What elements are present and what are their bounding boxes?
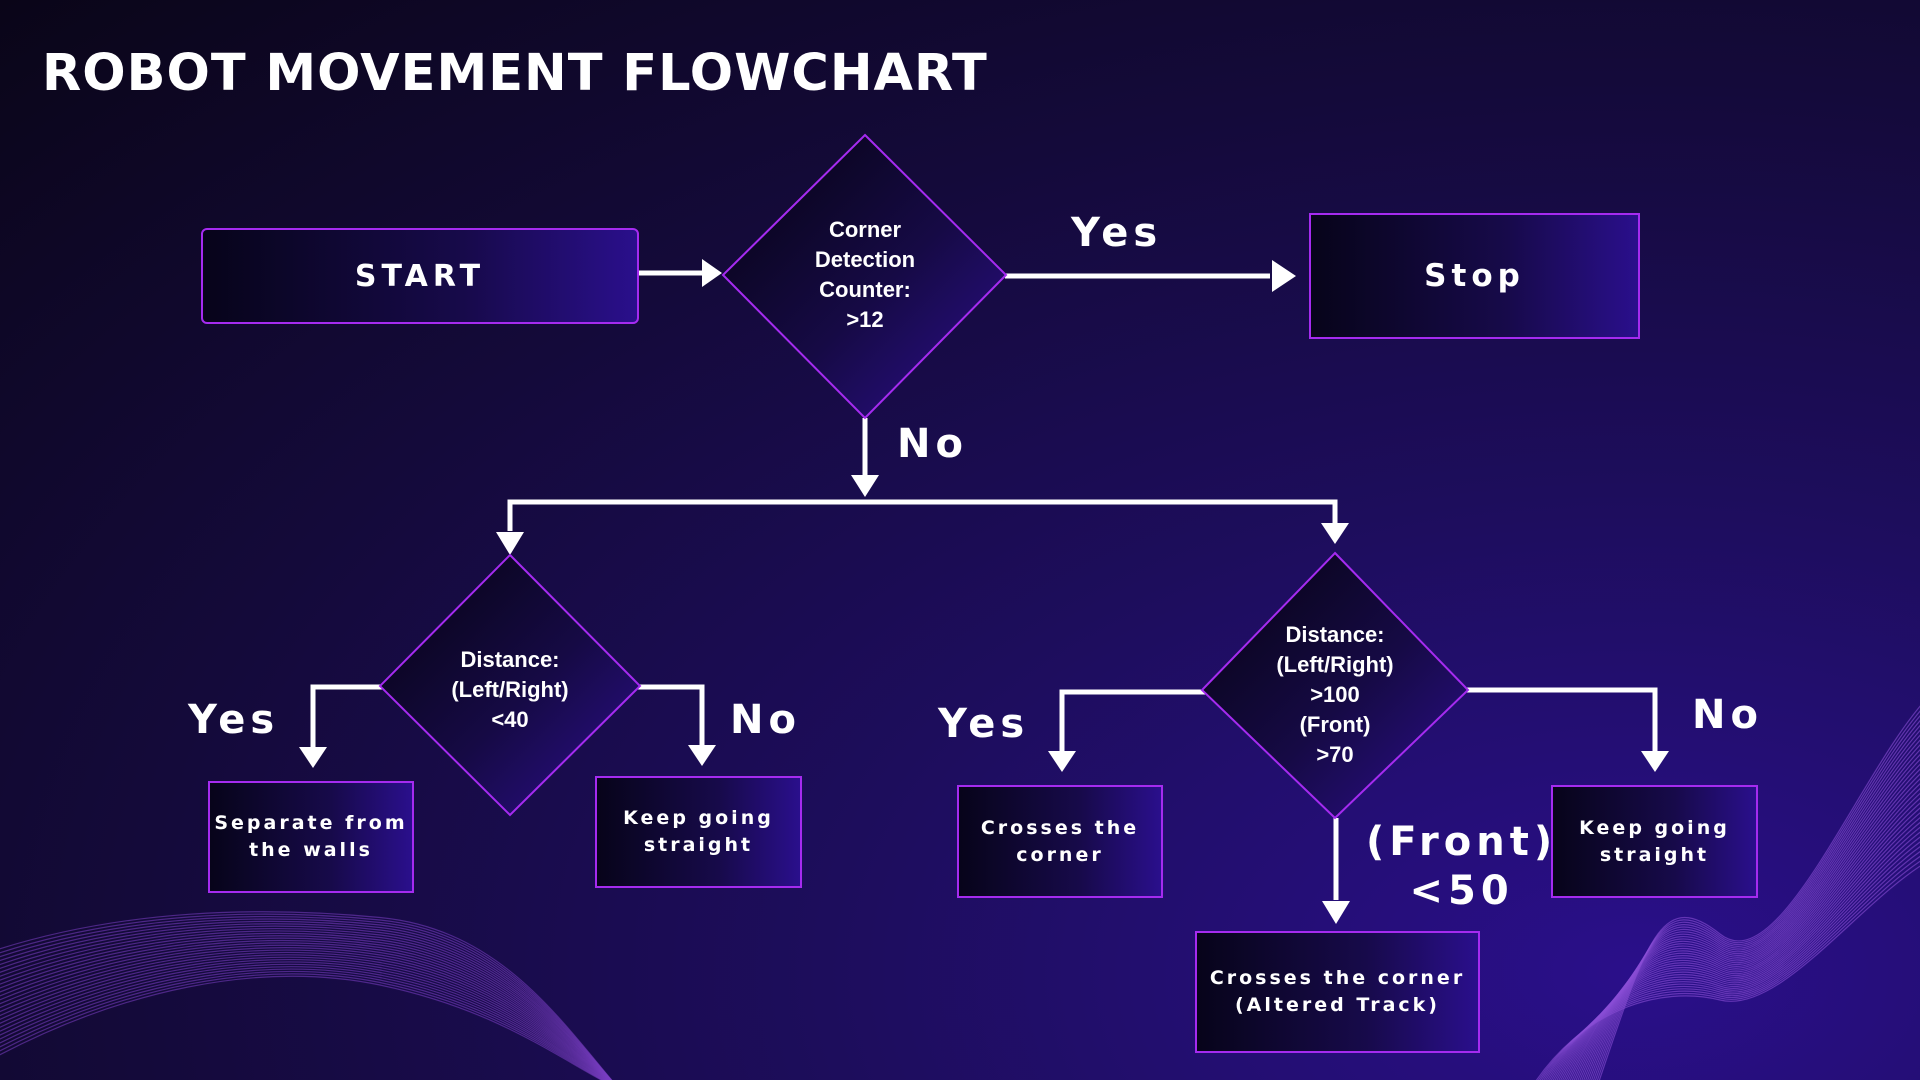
wave-line (0, 944, 610, 1080)
wave-line (0, 920, 612, 1080)
wave-line (1598, 705, 1920, 1080)
wave-line (0, 956, 608, 1080)
edge-label-corner-no: No (897, 421, 968, 467)
wave-line (0, 959, 607, 1080)
edge-label-corner-yes: Yes (1071, 210, 1163, 256)
wave-line (0, 949, 609, 1080)
arrowhead-to-decision (702, 259, 722, 287)
keep-straight-right-label: Keep going straight (1579, 816, 1730, 866)
stop-node: Stop (1309, 213, 1640, 339)
keep-straight-left-label: Keep going straight (623, 807, 774, 856)
wave-line (0, 940, 610, 1080)
wave-line (0, 937, 610, 1080)
edge-label-right-yes: Yes (938, 701, 1030, 747)
wave-line (0, 918, 612, 1080)
decision-left-distance (378, 553, 642, 817)
wave-line (0, 935, 611, 1080)
start-node: START (201, 228, 639, 324)
edge-label-left-yes: Yes (188, 697, 280, 743)
wave-line (0, 970, 604, 1080)
wave-line (0, 925, 612, 1080)
separate-walls-node: Separate from the walls (208, 781, 414, 893)
edge-label-left-no: No (730, 697, 801, 743)
page-title: ROBOT MOVEMENT FLOWCHART (42, 44, 988, 103)
decision-corner-counter (721, 133, 1008, 420)
wave-line (0, 932, 611, 1080)
arrowhead-right-front (1322, 901, 1350, 924)
wave-line (0, 930, 611, 1080)
arrowhead-right-no (1641, 751, 1669, 772)
decision-right-distance (1200, 551, 1470, 820)
wave-line (0, 928, 611, 1080)
wave-line (0, 973, 604, 1080)
wave-line (0, 975, 603, 1080)
decision-right-distance-text: Distance: (Left/Right) >100 (Front) >70 (1276, 622, 1394, 767)
arrowhead-decision-no (851, 475, 879, 497)
arrowhead-to-stop (1272, 260, 1296, 292)
decision-left-distance-text: Distance: (Left/Right) <40 (451, 647, 569, 732)
wave-line (0, 915, 613, 1080)
edge-label-right-front: (Front) <50 (1366, 819, 1558, 914)
wave-line (1596, 710, 1920, 1080)
crosses-corner-altered-node: Crosses the corner (Altered Track) (1195, 931, 1480, 1053)
wave-line (0, 966, 606, 1080)
connector-right-yes (1059, 689, 1209, 754)
connector-left-no (638, 684, 705, 748)
wave-line (1591, 724, 1920, 1080)
decision-corner-counter-text: Corner Detection Counter: >12 (814, 217, 916, 332)
keep-straight-right-node: Keep going straight (1551, 785, 1758, 898)
wave-line (1594, 715, 1920, 1080)
arrowhead-right-yes (1048, 751, 1076, 772)
arrowhead-left-yes (299, 747, 327, 768)
separate-walls-label: Separate from the walls (214, 812, 408, 861)
start-label: START (354, 258, 486, 294)
wave-line (0, 961, 607, 1080)
arrowhead-to-left-decision (496, 532, 524, 555)
keep-straight-left-node: Keep going straight (595, 776, 802, 888)
arrowhead-left-no (688, 745, 716, 766)
crosses-corner-altered-label: Crosses the corner (Altered Track) (1209, 967, 1466, 1016)
wave-line (0, 968, 605, 1080)
connector-left-yes (310, 684, 384, 750)
connector-branch-bar (507, 499, 1338, 531)
wave-line (0, 942, 610, 1080)
crosses-corner-node: Crosses the corner (957, 785, 1163, 898)
crosses-corner-label: Crosses the corner (980, 816, 1140, 866)
wave-line (0, 963, 606, 1080)
wave-line (0, 913, 613, 1080)
wave-line (0, 911, 613, 1080)
edge-label-right-no: No (1692, 692, 1763, 738)
stop-label: Stop (1424, 258, 1525, 294)
wave-line (0, 954, 608, 1080)
wave-line (0, 947, 609, 1080)
wave-line (0, 923, 612, 1080)
wave-line (1592, 719, 1920, 1080)
decorative-wave-right (1536, 705, 1920, 1080)
connector-right-no (1465, 687, 1658, 754)
arrowhead-to-right-decision (1321, 523, 1349, 544)
decorative-wave-left (0, 911, 613, 1080)
wave-line (0, 951, 609, 1080)
